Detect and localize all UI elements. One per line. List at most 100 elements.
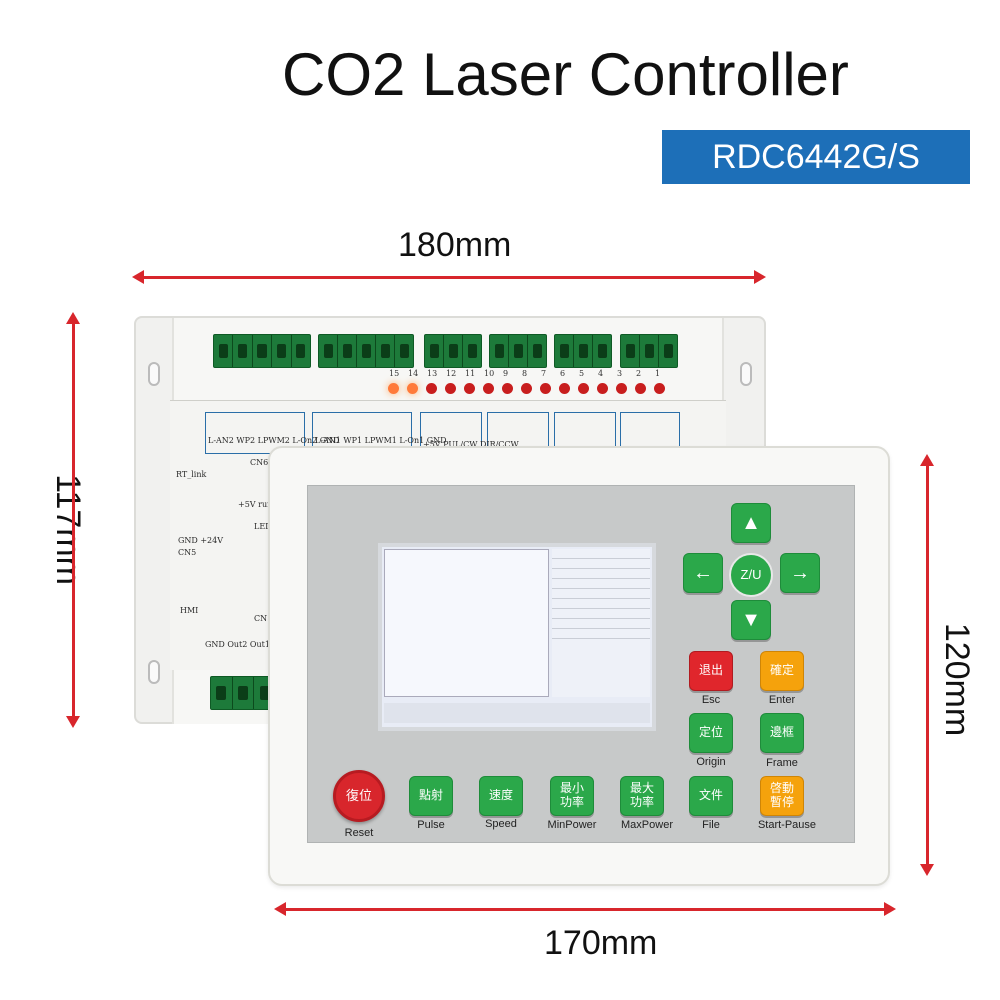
lcd-row: [552, 589, 650, 599]
product-title: CO2 Laser Controller: [282, 41, 849, 108]
cn-pins2-label: L-AN1 WP1 LPWM1 L-On1 GND: [315, 436, 447, 445]
start-pause-key[interactable]: 啓動 暫停: [760, 776, 804, 816]
terminal-block: [318, 334, 414, 368]
board-width-arrow: [132, 270, 766, 284]
status-led: [521, 383, 532, 394]
board-width-label: 180mm: [398, 226, 512, 264]
esc-key[interactable]: 退出: [689, 651, 733, 691]
esc-caption: Esc: [701, 694, 721, 706]
arrow-left-key[interactable]: ←: [683, 553, 723, 593]
reset-caption: Reset: [344, 827, 374, 839]
cn6-label: CN6: [250, 458, 269, 467]
led-number-label: 6: [560, 369, 566, 378]
terminal-block: [213, 334, 311, 368]
frame-caption: Frame: [766, 757, 798, 769]
maxpower-caption: MaxPower: [621, 819, 673, 831]
lcd-row: [552, 559, 650, 569]
file-key[interactable]: 文件: [689, 776, 733, 816]
hmi-pins-label: GND Out2 Out1 Status: [205, 640, 299, 649]
frame-key[interactable]: 邊框: [760, 713, 804, 753]
lcd-row: [552, 569, 650, 579]
hmi-label: HMI: [180, 606, 199, 615]
status-led: [464, 383, 475, 394]
mount-slot: [740, 362, 752, 386]
rt-link-label: RT_link: [176, 470, 207, 479]
origin-caption: Origin: [696, 756, 726, 768]
axis-pins-label: +5V PUL/CW DIR/CCW: [423, 440, 519, 449]
arrow-down-icon: ▼: [741, 609, 761, 631]
led-number-label: 15: [389, 369, 400, 378]
led-number-label: 13: [427, 369, 438, 378]
model-badge: RDC6442G/S: [662, 130, 970, 184]
lcd-row: [552, 549, 650, 559]
minpower-caption: MinPower: [547, 819, 597, 831]
led-number-label: 14: [408, 369, 419, 378]
led-number-label: 9: [503, 369, 509, 378]
lcd-row: [552, 579, 650, 589]
led-number-label: 8: [522, 369, 528, 378]
cn5-label: CN5: [178, 548, 197, 557]
status-led: [654, 383, 665, 394]
arrow-up-icon: ▲: [741, 512, 761, 534]
cn6-pins-label: L-AN2 WP2 LPWM2 L-On2 GND: [208, 436, 340, 445]
arrow-up-key[interactable]: ▲: [731, 503, 771, 543]
terminal-block: [424, 334, 482, 368]
led-number-label: 7: [541, 369, 547, 378]
status-led: [540, 383, 551, 394]
led-number-label: 10: [484, 369, 495, 378]
led-pins-label: +5V run err: [238, 500, 288, 509]
arrow-left-icon: ←: [693, 562, 713, 584]
reset-button[interactable]: 復位: [333, 770, 385, 822]
led-number-label: 5: [579, 369, 585, 378]
arrow-down-key[interactable]: ▼: [731, 600, 771, 640]
cn1-label: CN1: [254, 614, 273, 623]
terminal-block: [620, 334, 678, 368]
enter-key[interactable]: 確定: [760, 651, 804, 691]
lcd-row: [552, 629, 650, 639]
minpower-key[interactable]: 最小 功率: [550, 776, 594, 816]
maxpower-key[interactable]: 最大 功率: [620, 776, 664, 816]
arrow-right-icon: →: [790, 562, 810, 584]
status-led: [483, 383, 494, 394]
label-box: [205, 412, 305, 454]
pulse-key[interactable]: 點射: [409, 776, 453, 816]
status-led: [407, 383, 418, 394]
status-led: [578, 383, 589, 394]
zu-key[interactable]: Z/U: [729, 553, 773, 597]
panel-height-arrow: [920, 454, 934, 876]
origin-key[interactable]: 定位: [689, 713, 733, 753]
lcd-preview-area: [384, 549, 549, 697]
led-number-label: 11: [465, 369, 476, 378]
status-led: [597, 383, 608, 394]
lcd-status-bar: [384, 703, 650, 723]
lcd-row: [552, 599, 650, 609]
mount-slot: [148, 660, 160, 684]
speed-caption: Speed: [485, 818, 517, 830]
lcd-row: [552, 619, 650, 629]
status-led: [502, 383, 513, 394]
status-led: [616, 383, 627, 394]
lcd-parameter-panel: [552, 549, 650, 697]
board-height-arrow: [66, 312, 80, 728]
status-led: [635, 383, 646, 394]
board-height-label: 117mm: [48, 474, 87, 585]
gnd-24v-label: GND +24V: [178, 536, 224, 545]
terminal-block: [210, 676, 276, 710]
led-number-label: 3: [617, 369, 623, 378]
start-pause-caption: Start-Pause: [757, 819, 817, 831]
mount-slot: [148, 362, 160, 386]
status-led: [426, 383, 437, 394]
led-number-label: 2: [636, 369, 642, 378]
arrow-right-key[interactable]: →: [780, 553, 820, 593]
file-caption: File: [702, 819, 720, 831]
status-led: [445, 383, 456, 394]
lcd-row: [552, 609, 650, 619]
status-led: [559, 383, 570, 394]
led-number-label: 12: [446, 369, 457, 378]
led-number-label: 1: [655, 369, 661, 378]
enter-caption: Enter: [768, 694, 796, 706]
pulse-caption: Pulse: [417, 819, 445, 831]
led15-label: LED15: [254, 522, 282, 531]
status-led: [388, 383, 399, 394]
speed-key[interactable]: 速度: [479, 776, 523, 816]
